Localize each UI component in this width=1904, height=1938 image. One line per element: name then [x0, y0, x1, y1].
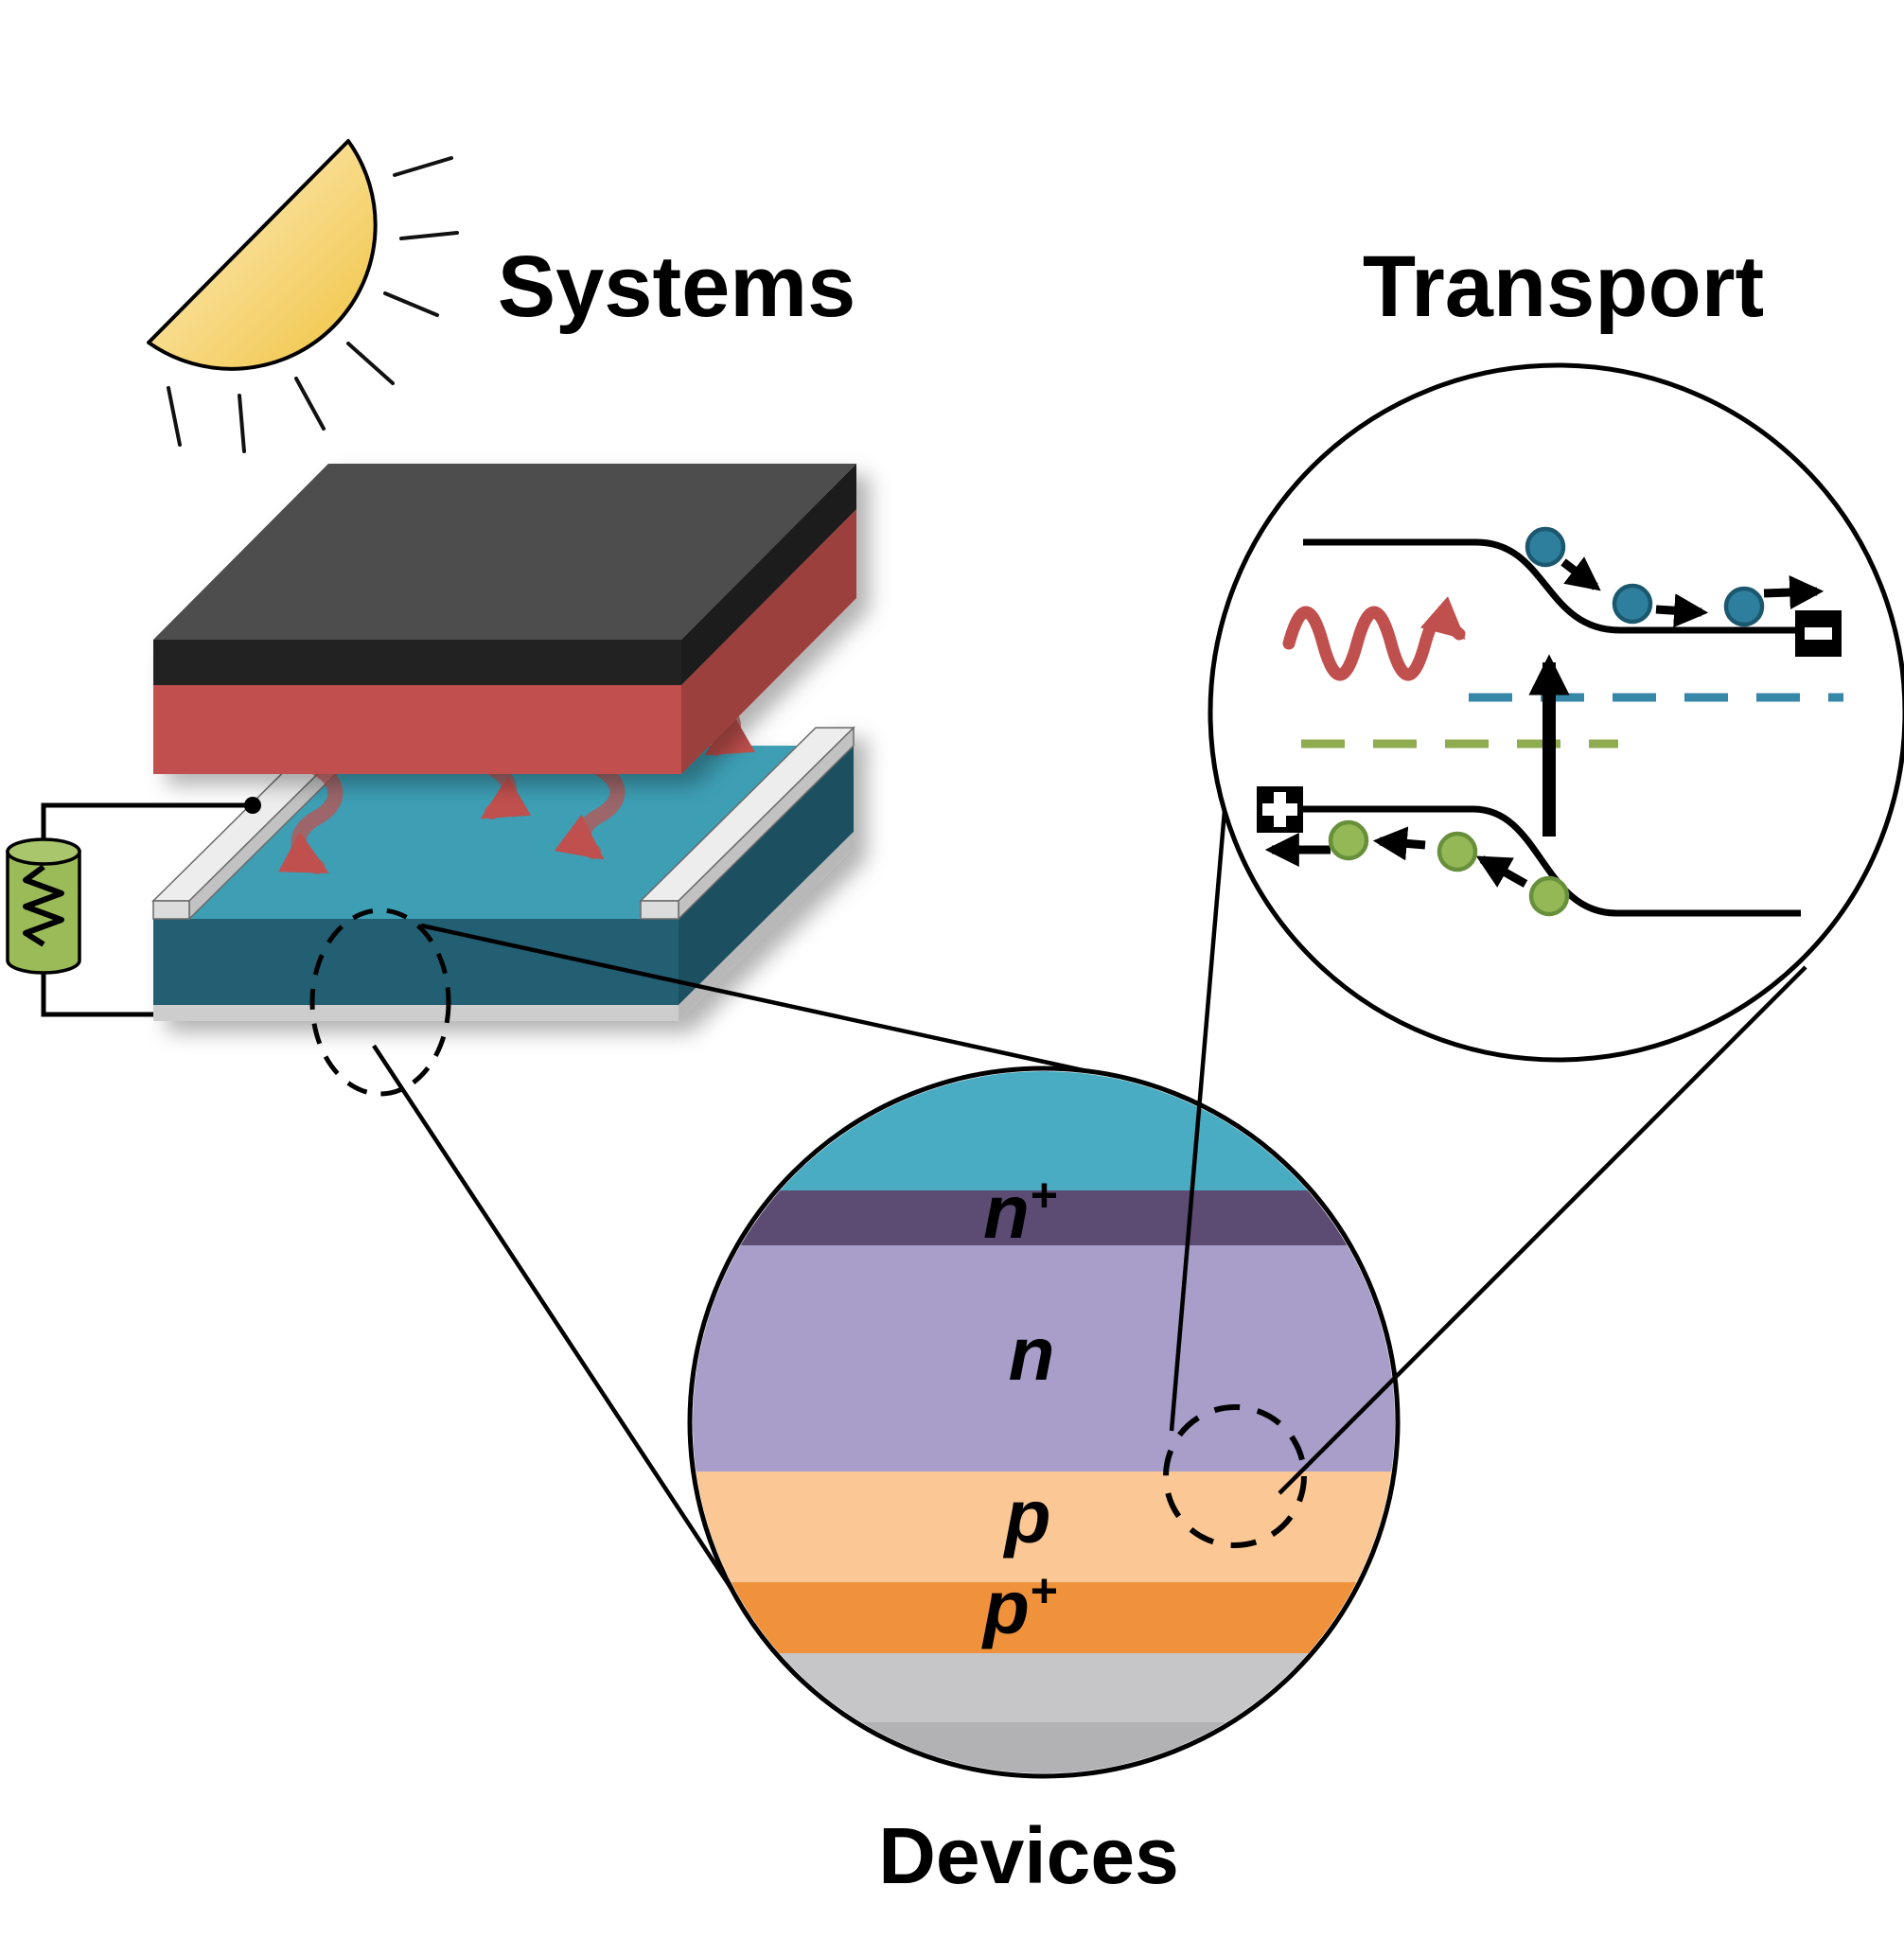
busbar-right	[639, 726, 855, 921]
minus-terminal-icon	[1795, 610, 1842, 657]
zoom-dashed-ellipse-cell	[309, 907, 451, 1097]
sun-ray	[346, 342, 395, 385]
layer-label-n-plus: n+	[983, 1169, 1057, 1254]
layer-n	[693, 1245, 1395, 1471]
sun-ray	[294, 377, 326, 431]
back-contact-side	[679, 832, 854, 1021]
devices-title: Devices	[878, 1811, 1179, 1900]
electrode-front-face	[153, 640, 681, 685]
top-electrode-block	[153, 464, 856, 774]
layer-substrate-shade	[693, 1722, 1395, 1773]
layer-n-plus	[693, 1190, 1395, 1245]
sun-ray	[167, 386, 182, 447]
electron-dot	[1723, 586, 1765, 627]
electron-dot	[1612, 583, 1653, 625]
layer-p-plus	[693, 1582, 1395, 1653]
wire-bottom	[41, 971, 154, 1017]
hole-dot	[1328, 819, 1369, 861]
electron-hop-arrow	[1560, 556, 1601, 591]
resistor-icon	[6, 837, 81, 975]
busbar-end	[640, 900, 679, 920]
resistor-zigzag	[23, 864, 64, 947]
photon-wavy-arrow	[278, 761, 344, 874]
zoom-cone-line	[1278, 965, 1807, 1495]
zoom-cone-line	[420, 923, 1119, 1081]
zoom-dashed-circle-junction	[1163, 1404, 1307, 1548]
hole-dot	[1437, 831, 1478, 872]
back-contact-front	[153, 1005, 679, 1021]
electrode-top-face	[153, 464, 856, 640]
hole-dot	[1528, 875, 1570, 917]
circuit-wires	[41, 802, 253, 1017]
devices-diagram: n+ n p p+	[687, 1066, 1401, 1779]
transport-circle-bg	[1210, 365, 1904, 1060]
transport-title: Transport	[1363, 238, 1764, 335]
sun-ray	[399, 231, 459, 240]
valence-band-curve	[1303, 805, 1801, 917]
layer-substrate	[693, 1653, 1395, 1722]
photon-wave-arrow	[1282, 596, 1466, 681]
transport-circle-outline	[1208, 362, 1904, 1063]
resistor-top	[6, 837, 81, 866]
emitter-side-face	[681, 509, 856, 774]
sun-ray	[393, 156, 453, 177]
emitter-front-face	[153, 685, 681, 774]
conduction-band-curve	[1303, 538, 1801, 634]
busbar-end	[152, 900, 190, 920]
zoom-cone-line	[372, 1044, 759, 1630]
layer-label-p-plus: p+	[981, 1564, 1057, 1649]
sun-icon	[147, 139, 459, 453]
electron-dot	[1525, 526, 1566, 568]
electron-exit-arrow	[1763, 575, 1825, 610]
electrode-side-face	[681, 464, 856, 685]
sun-body	[147, 139, 378, 371]
cell-front-face	[153, 919, 679, 1005]
cell-side-face	[679, 746, 854, 1005]
layer-label-n: n	[1009, 1312, 1055, 1396]
systems-title: Systems	[498, 238, 855, 335]
zoom-cone-line	[1169, 799, 1228, 1432]
photon-wavy-arrow	[554, 761, 626, 860]
transport-diagram	[1208, 362, 1904, 1063]
sun-ray	[383, 291, 439, 317]
sun-ray	[238, 394, 246, 453]
hole-hop-arrow	[1372, 826, 1426, 861]
wire-junction-dot	[244, 797, 261, 814]
layer-label-p: p	[1003, 1474, 1051, 1559]
hole-hop-arrow	[1475, 855, 1528, 888]
plus-terminal-icon	[1257, 786, 1303, 833]
devices-circle-outline	[687, 1066, 1401, 1779]
electron-hop-arrow	[1655, 593, 1709, 628]
wire-top	[41, 802, 253, 849]
